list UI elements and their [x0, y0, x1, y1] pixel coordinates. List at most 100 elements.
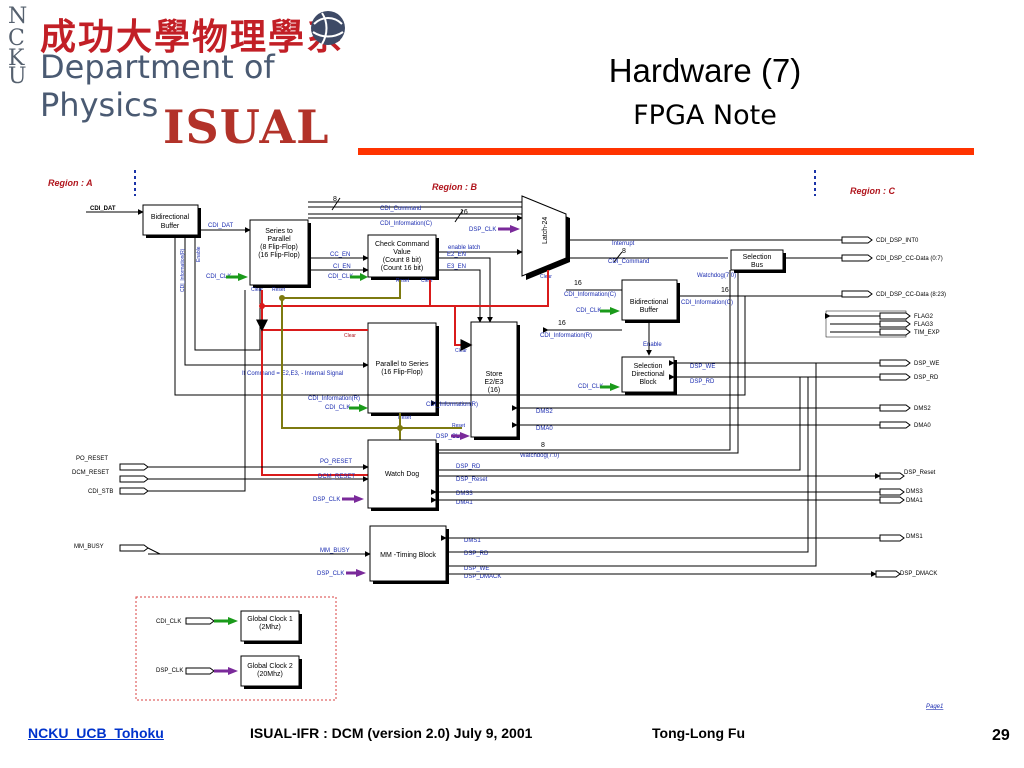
- svg-text:Directional: Directional: [631, 371, 665, 378]
- svg-text:(16 Flip-Flop): (16 Flip-Flop): [381, 369, 423, 376]
- region-b-label: Region : B: [432, 182, 477, 192]
- flag-inputs: FLAG2 FLAG3 TIM_EXP: [824, 310, 940, 338]
- svg-text:DSP_DMACK: DSP_DMACK: [900, 571, 937, 577]
- signal-label: CDI_CLK: [578, 384, 603, 390]
- signal-label: CDI_Information(C): [564, 292, 616, 298]
- svg-text:Parallel to Series: Parallel to Series: [376, 361, 429, 368]
- signal-label: CDI_Information(C): [380, 221, 432, 227]
- svg-text:DMS3: DMS3: [456, 491, 473, 497]
- title-divider: [358, 148, 974, 155]
- svg-text:Selection: Selection: [634, 363, 663, 370]
- signal-label: CDI_CLK: [325, 405, 350, 411]
- svg-text:Clear: Clear: [421, 278, 433, 284]
- parallel-to-series-block: Parallel to Series (16 Flip-Flop): [367, 322, 439, 416]
- svg-text:Bus: Bus: [751, 262, 764, 269]
- footer-institution-link[interactable]: NCKU_UCB_Tohoku: [28, 725, 164, 741]
- svg-text:Clear: Clear: [251, 287, 263, 293]
- svg-text:DSP_CLK: DSP_CLK: [156, 668, 183, 674]
- logo-letter: K: [8, 46, 25, 71]
- check-command-block: Check Command Value (Count 8 bit) (Count…: [367, 234, 439, 280]
- globe-icon: [311, 11, 345, 45]
- svg-text:MM -Timing Block: MM -Timing Block: [380, 552, 436, 559]
- region-c-label: Region : C: [850, 186, 895, 196]
- signal-label: CC_EN: [330, 252, 350, 258]
- svg-text:DMA1: DMA1: [906, 498, 923, 504]
- signal-label: DSP_WE: [690, 364, 715, 370]
- signal-label: CDI_Information(R): [540, 333, 592, 339]
- slide-page-number: 29: [992, 727, 1010, 744]
- signal-label: enable latch: [448, 245, 480, 251]
- svg-text:Bidirectional: Bidirectional: [151, 214, 190, 221]
- svg-text:16: 16: [574, 280, 582, 287]
- university-name-chinese: 成功大學物理學系: [40, 16, 345, 58]
- svg-text:Reset: Reset: [398, 415, 412, 421]
- svg-text:DCM_RESET: DCM_RESET: [72, 470, 109, 476]
- signal-label: E3_EN: [447, 264, 466, 270]
- signal-label: CDI_Information(C): [681, 300, 733, 306]
- svg-text:Clear: Clear: [344, 333, 356, 339]
- svg-text:E2/E3: E2/E3: [484, 379, 503, 386]
- logo-letter: C: [8, 26, 25, 51]
- svg-text:TIM_EXP: TIM_EXP: [914, 330, 940, 336]
- svg-text:Enable: Enable: [196, 246, 202, 262]
- signal-label: DSP_CLK: [313, 497, 340, 503]
- series-to-parallel-block: Series to Parallel (8 Flip-Flop) (16 Fli…: [249, 219, 311, 288]
- svg-text:DSP_CLK: DSP_CLK: [317, 571, 344, 577]
- selection-bus-block: Selection Bus: [730, 249, 786, 273]
- signal-label: E2_EN: [447, 252, 466, 258]
- signal-label: CI_EN: [333, 264, 351, 270]
- svg-text:DSP_DMACK: DSP_DMACK: [464, 574, 501, 580]
- svg-text:16: 16: [721, 287, 729, 294]
- svg-text:Watch Dog: Watch Dog: [385, 471, 419, 478]
- svg-text:Buffer: Buffer: [640, 307, 659, 314]
- svg-text:Series to: Series to: [265, 228, 293, 235]
- mm-timing-block: MM -Timing Block: [369, 525, 449, 584]
- signal-label: CDI_DAT: [208, 223, 234, 229]
- svg-text:CDI_DSP_CC-Data (0:7): CDI_DSP_CC-Data (0:7): [876, 256, 943, 262]
- signal-label: Watchdog(7:0): [520, 453, 559, 459]
- region-a-label: Region : A: [48, 178, 93, 188]
- svg-text:CDI_DSP_INT0: CDI_DSP_INT0: [876, 238, 919, 244]
- svg-text:DMS1: DMS1: [464, 538, 481, 544]
- svg-text:CDI_Information(R): CDI_Information(R): [180, 248, 186, 292]
- department-name: Department of Physics: [40, 48, 275, 124]
- svg-text:(8 Flip-Flop): (8 Flip-Flop): [260, 244, 298, 251]
- svg-text:DMS1: DMS1: [906, 534, 923, 540]
- svg-text:(Count 16 bit): (Count 16 bit): [381, 265, 423, 272]
- signal-label: DSP_CLK: [469, 227, 496, 233]
- svg-text:DMA0: DMA0: [914, 423, 931, 429]
- svg-text:Selection: Selection: [743, 254, 772, 261]
- svg-text:DSP_Reset: DSP_Reset: [456, 477, 488, 483]
- svg-text:(20Mhz): (20Mhz): [257, 671, 283, 678]
- svg-text:Global Clock 2: Global Clock 2: [247, 663, 293, 670]
- svg-text:FLAG2: FLAG2: [914, 314, 934, 320]
- svg-text:(16 Flip-Flop): (16 Flip-Flop): [258, 252, 300, 259]
- svg-text:CDI_STB: CDI_STB: [88, 489, 113, 495]
- svg-text:(Count 8 bit): (Count 8 bit): [383, 257, 422, 264]
- svg-text:DMA1: DMA1: [456, 500, 473, 506]
- signal-label: CDI_Command: [380, 206, 421, 212]
- svg-text:Bidirectional: Bidirectional: [630, 299, 669, 306]
- page-label: Page1: [926, 704, 943, 710]
- svg-text:Check Command: Check Command: [375, 241, 429, 248]
- department-logo: N C K U 成功大學物理學系 Department of Physics I…: [0, 0, 360, 158]
- signal-label: DMA0: [536, 426, 553, 432]
- watch-dog-block: Watch Dog: [367, 439, 439, 511]
- selection-directional-block: Selection Directional Block: [621, 356, 677, 395]
- svg-text:DSP_RD: DSP_RD: [456, 464, 481, 470]
- signal-label: DSP_RD: [690, 379, 715, 385]
- bus-width-label: 16: [460, 209, 468, 216]
- svg-text:Clear: Clear: [540, 274, 552, 280]
- slide-subtitle: FPGA Note: [633, 100, 777, 131]
- svg-text:CDI_CLK: CDI_CLK: [156, 619, 181, 625]
- svg-text:CDI_DSP_CC-Data (8:23): CDI_DSP_CC-Data (8:23): [876, 292, 946, 298]
- footer-document-info: ISUAL-IFR : DCM (version 2.0) July 9, 20…: [250, 725, 533, 741]
- svg-text:PO_RESET: PO_RESET: [320, 459, 352, 465]
- svg-text:Store: Store: [486, 371, 503, 378]
- signal-label: DMS2: [536, 409, 553, 415]
- signal-label: CDI_DAT: [90, 206, 116, 212]
- svg-text:Parallel: Parallel: [267, 236, 291, 243]
- global-clock-1-block: Global Clock 1 (2Mhz): [240, 610, 302, 644]
- svg-text:Reset: Reset: [272, 287, 286, 293]
- svg-text:DMS2: DMS2: [914, 406, 931, 412]
